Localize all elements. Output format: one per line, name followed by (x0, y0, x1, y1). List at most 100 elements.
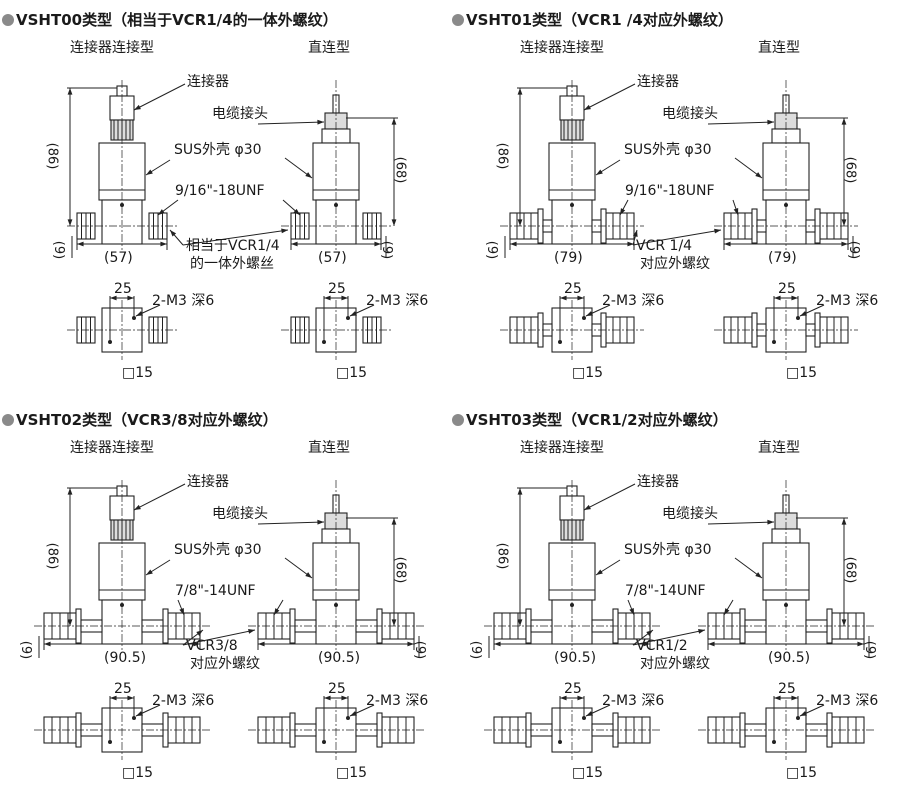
thread-leader-right-head (733, 208, 739, 215)
width-dim-right-head (407, 641, 414, 647)
height-dim-left-head (67, 488, 73, 495)
drawing-svg (34, 480, 424, 760)
height-dim-right-head (391, 118, 397, 125)
dim-height-left: (86) (44, 542, 60, 570)
bottom-view-right-pitch-dim-head (341, 695, 348, 701)
bullet-icon (2, 414, 14, 426)
label-thread: 9/16"-18UNF (175, 183, 265, 199)
height-dim-right-head (391, 619, 397, 626)
connector-type-device-center-dot (120, 203, 124, 207)
vcr-leader-right-head (714, 228, 721, 234)
dim-offset-left: (9) (51, 240, 67, 260)
height-dim-right-head (841, 219, 847, 226)
bottom-view-right-pitch-dim-head (324, 295, 331, 301)
thread-leader-left-head (179, 608, 184, 615)
connector-leader (583, 483, 636, 511)
drawing-0: VSHT00类型（相当于VCR1/4的一体外螺纹）连接器连接型直连型连接器电缆接… (0, 0, 450, 398)
subtitle-connector-type: 连接器连接型 (70, 40, 154, 56)
label-connector: 连接器 (187, 74, 229, 90)
connector-leader-head (584, 104, 591, 110)
subtitle-direct-type: 直连型 (758, 440, 800, 456)
dim-offset-right: (9) (846, 240, 862, 260)
housing-leader-left-head (146, 169, 153, 175)
bottom-view-right-tap-leader-head (800, 711, 807, 716)
dim-width-left: (79) (554, 250, 583, 266)
label-connector: 连接器 (637, 474, 679, 490)
bottom-view-left-pitch-dim-head (560, 695, 567, 701)
dim-width-right: (79) (768, 250, 797, 266)
section-title-wrap: VSHT00类型（相当于VCR1/4的一体外螺纹） (2, 12, 338, 28)
direct-type-device-center-dot (334, 203, 338, 207)
housing-leader-right-head (305, 172, 312, 178)
connector-leader-head (584, 504, 591, 510)
vcr-leader-right-head (281, 228, 288, 234)
subtitle-direct-type: 直连型 (308, 40, 350, 56)
label-tap-right: 2-M3 深6 (366, 293, 429, 309)
bottom-view-left-tap-leader-head (136, 311, 143, 316)
height-dim-left-head (67, 219, 73, 226)
vcr-leader-right (182, 229, 289, 246)
gland-leader-head (317, 119, 324, 125)
width-dim-left-head (494, 641, 501, 647)
subtitle-connector-type: 连接器连接型 (70, 440, 154, 456)
dim-width-right: (90.5) (768, 650, 811, 666)
vcr-leader-left-head (646, 630, 653, 636)
bullet-icon (452, 14, 464, 26)
label-vcr-line2: 对应外螺纹 (640, 656, 710, 672)
bottom-view-left-pitch-dim-head (110, 695, 117, 701)
label-cable-gland: 电缆接头 (212, 506, 268, 522)
dim-offset-right: (9) (379, 240, 395, 260)
width-dim-left-head (77, 241, 84, 247)
label-thread: 7/8"-14UNF (175, 583, 256, 599)
subtitle-direct-type: 直连型 (308, 440, 350, 456)
gland-leader (257, 121, 325, 125)
label-tap-left: 2-M3 深6 (602, 693, 665, 709)
vcr-leader-left-head (196, 630, 203, 636)
drawing-svg (500, 80, 858, 360)
width-dim-right-head (258, 641, 265, 647)
drawing-svg (484, 480, 874, 760)
label-square-right: □15 (336, 365, 368, 381)
dim-height-right: (68) (392, 556, 408, 584)
bottom-view-right-pitch-dim-head (341, 295, 348, 301)
connector-leader (583, 83, 636, 111)
dim-height-left: (86) (494, 542, 510, 570)
dim-width-left: (90.5) (104, 650, 147, 666)
label-vcr-line1: 相当于VCR1/4 (186, 238, 280, 254)
connector-leader (133, 83, 186, 111)
dim-offset-left: (9) (18, 640, 34, 660)
direct-type-device-center-dot (784, 603, 788, 607)
connector-leader-head (134, 504, 141, 510)
vcr-leader-left-head (170, 230, 177, 237)
section-title-wrap: VSHT03类型（VCR1/2对应外螺纹） (452, 412, 728, 428)
label-thread: 7/8"-14UNF (625, 583, 706, 599)
width-dim-left-head (627, 241, 634, 247)
thread-leader-right-head (274, 608, 280, 615)
label-vcr-line2: 对应外螺纹 (190, 656, 260, 672)
height-dim-right-head (391, 518, 397, 525)
label-cable-gland: 电缆接头 (662, 106, 718, 122)
section-title: VSHT00类型（相当于VCR1/4的一体外螺纹） (16, 11, 338, 29)
bottom-view-left-pitch-dim-head (110, 295, 117, 301)
subtitle-connector-type: 连接器连接型 (520, 40, 604, 56)
height-dim-left-head (67, 619, 73, 626)
section-title: VSHT02类型（VCR3/8对应外螺纹） (16, 411, 278, 429)
bottom-view-right-pitch-dim-head (774, 695, 781, 701)
height-dim-right-head (391, 219, 397, 226)
label-vcr-line1: VCR 1/4 (636, 238, 693, 254)
connector-type-device-center-dot (570, 203, 574, 207)
label-square-left: □15 (572, 765, 604, 781)
height-dim-right-head (841, 518, 847, 525)
bottom-view-left-tap-leader-head (136, 711, 143, 716)
bottom-view-right-pitch-dim-head (791, 695, 798, 701)
vcr-leader-right-head (248, 628, 255, 634)
dim-pitch-left: 25 (114, 281, 132, 297)
dim-pitch-right: 25 (778, 681, 796, 697)
dim-height-right: (68) (842, 556, 858, 584)
height-dim-left-head (517, 488, 523, 495)
drawing-svg (67, 80, 398, 360)
dim-offset-left: (9) (484, 240, 500, 260)
